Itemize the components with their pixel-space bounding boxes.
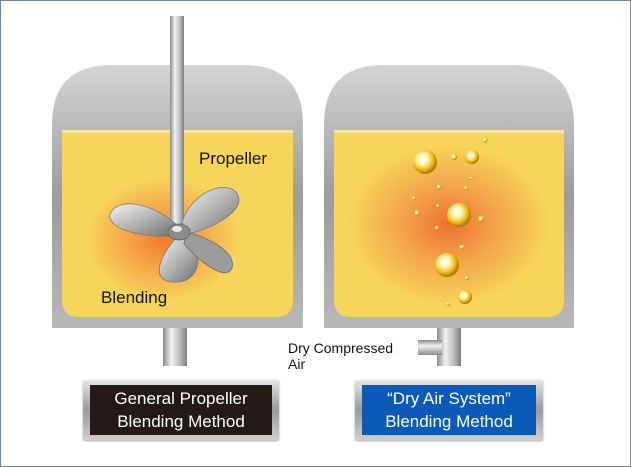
right-method-line2: Blending Method — [385, 412, 513, 431]
propeller-label: Propeller — [199, 149, 268, 168]
dry-air-system-method-box: “Dry Air System” Blending Method — [355, 380, 543, 440]
right-tank — [324, 65, 574, 366]
left-tank — [52, 16, 303, 366]
air-label-line1: Dry Compressed — [288, 340, 394, 356]
dry-compressed-air-label: Dry Compressed Air — [288, 340, 393, 372]
propeller-shaft — [170, 16, 184, 234]
right-tank-liquid — [334, 132, 564, 317]
right-method-line1: “Dry Air System” — [387, 389, 511, 408]
right-surface-highlight — [334, 130, 564, 133]
air-inlet-pipe — [418, 340, 442, 355]
air-label-line2: Air — [288, 356, 306, 372]
air-bubbles-icon — [412, 137, 488, 306]
blending-label: Blending — [101, 288, 168, 307]
left-method-line1: General Propeller — [114, 389, 248, 408]
left-method-line2: Blending Method — [117, 412, 245, 431]
propeller-icon — [109, 187, 240, 283]
general-propeller-method-box: General Propeller Blending Method — [83, 380, 279, 440]
